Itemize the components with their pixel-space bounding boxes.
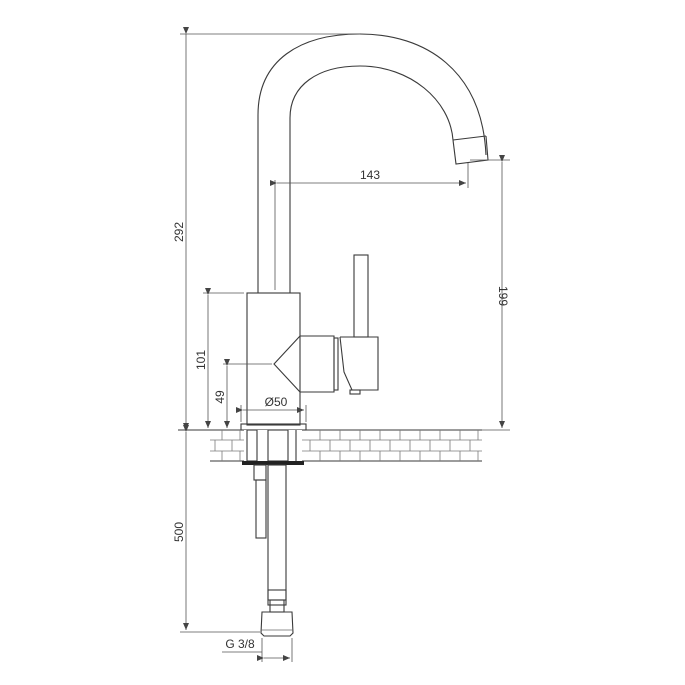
label-101: 101: [194, 350, 208, 370]
dimension-hose-thread: G 3/8: [222, 637, 293, 662]
dimension-body-diameter: Ø50: [236, 395, 307, 422]
label-500: 500: [172, 522, 186, 542]
dimension-outlet-height: 199: [470, 155, 510, 431]
mixer-body: [246, 254, 379, 426]
dimension-total-height: 292: [172, 27, 360, 430]
label-292: 292: [172, 222, 186, 242]
dimension-lever-height: 49: [213, 359, 272, 428]
dimension-spout-reach: 143: [270, 163, 469, 290]
label-143: 143: [360, 168, 380, 182]
dimension-body-height: 101: [194, 288, 244, 428]
spout: [257, 33, 489, 293]
label-49: 49: [213, 390, 227, 404]
label-g-3-8: G 3/8: [225, 637, 255, 651]
supply-hoses: [253, 464, 294, 637]
label-199: 199: [496, 286, 510, 306]
label-diameter-50: Ø50: [265, 395, 288, 409]
countertop: [178, 423, 482, 465]
dimension-hose-length: 500: [172, 425, 260, 633]
